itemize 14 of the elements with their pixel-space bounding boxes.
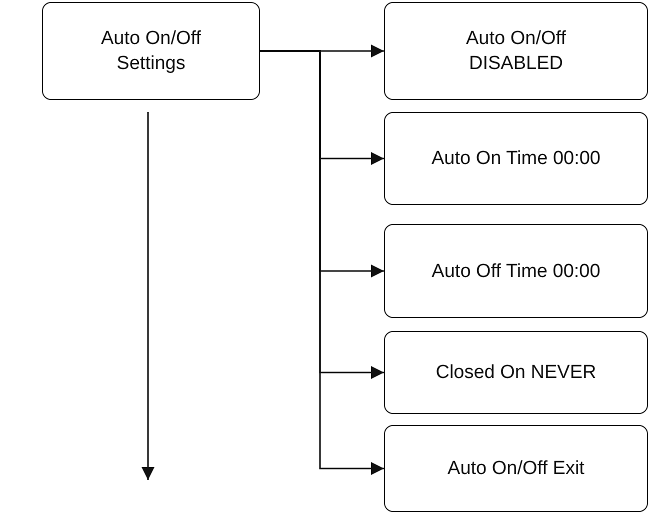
box-label: Auto On/Off DISABLED <box>465 27 567 76</box>
process-box <box>384 425 648 512</box>
process-box <box>384 112 648 205</box>
box-label: Auto Off Time 00:00 <box>431 260 601 284</box>
box-label: Auto On Time 00:00 <box>431 147 601 171</box>
arrow <box>260 50 384 475</box>
box-label: Closed On NEVER <box>434 361 598 385</box>
process-box <box>384 224 648 318</box>
arrow <box>142 112 154 480</box>
box-label: Auto On/Off Settings <box>100 27 202 76</box>
process-box <box>384 2 648 100</box>
process-box <box>42 2 260 100</box>
process-box <box>384 331 648 414</box>
box-label: Auto On/Off Exit <box>446 457 586 481</box>
